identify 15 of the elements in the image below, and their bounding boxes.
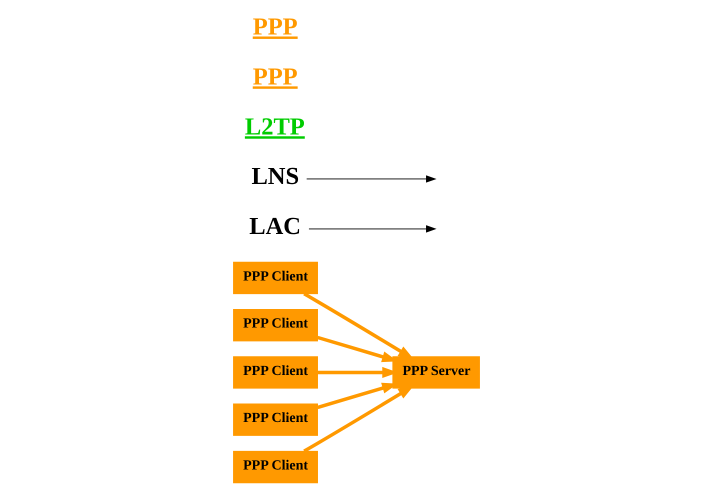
node-text: LNS	[251, 163, 300, 190]
node-box: PPP Client	[233, 450, 318, 484]
label: PPP	[252, 63, 298, 90]
arrow	[303, 386, 414, 453]
node-box: PPP Client	[233, 404, 318, 436]
node-box: PPP Server	[392, 356, 480, 389]
arrow	[306, 175, 437, 183]
node-box: PPP Client	[233, 356, 318, 389]
node-box: PPP Client	[233, 262, 318, 294]
arrow	[303, 292, 414, 360]
label: PPP	[252, 13, 298, 40]
node-text: LAC	[249, 213, 301, 240]
node-box: PPP Client	[233, 309, 318, 342]
arrow	[308, 225, 437, 233]
label: L2TP	[244, 113, 305, 140]
